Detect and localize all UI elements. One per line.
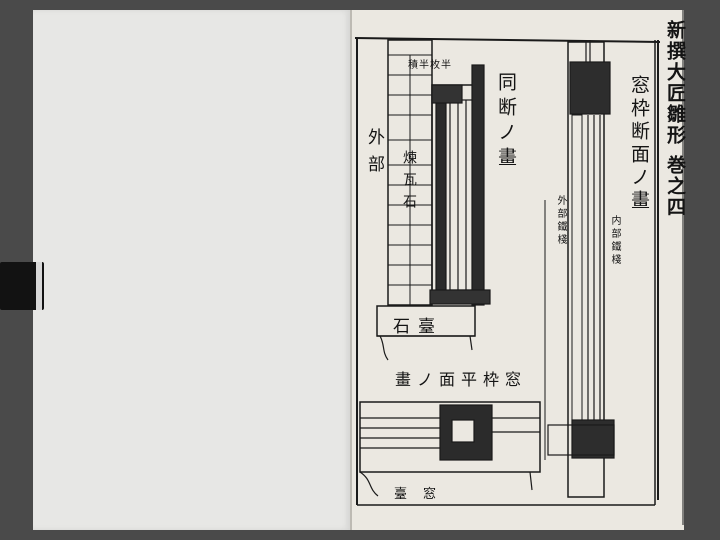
brick-layer-label: 積半枚半 bbox=[408, 60, 452, 71]
book-title-column: 新撰大匠雛形 巻之四 bbox=[664, 20, 686, 218]
binder-clip-tab bbox=[36, 262, 42, 310]
window-frame-plan-label: 窓枠平面ノ畫 bbox=[395, 370, 528, 389]
window-frame-section-label: 窓枠断面ノ畫 bbox=[628, 75, 650, 213]
window-sill-label: 窓臺 bbox=[394, 487, 453, 502]
outer-part-label: 外部 bbox=[364, 128, 384, 182]
iron-bar-outer-label: 外部鐵棧 bbox=[555, 195, 566, 247]
stone-sill-label: 石臺 bbox=[393, 317, 443, 337]
left-blank-page bbox=[33, 10, 351, 530]
same-section-label: 同断ノ畫 bbox=[495, 72, 517, 172]
iron-bar-inner-label: 内部鐵棧 bbox=[609, 215, 620, 267]
book-spine bbox=[350, 10, 352, 530]
brick-stone-label: 煉瓦石 bbox=[401, 150, 417, 216]
right-page bbox=[352, 10, 684, 530]
